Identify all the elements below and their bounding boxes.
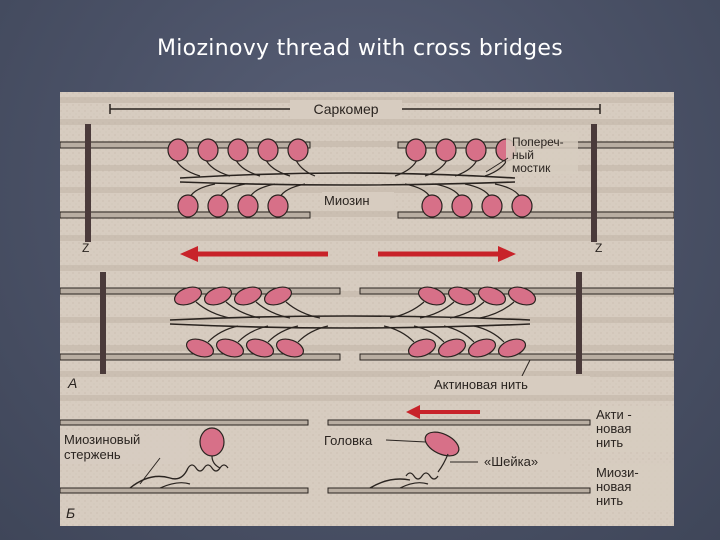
myosin-heads-lower-right	[404, 183, 533, 218]
z-label-left: Z	[82, 241, 89, 255]
actin-detail-label-line3: нить	[596, 435, 623, 450]
sarcomere-label: Саркомер	[313, 101, 378, 117]
myosin-head-left	[199, 427, 225, 457]
myosin-rod-detail-left	[60, 487, 309, 494]
sarcomere-relaxed: Саркомер Z Z	[60, 100, 674, 255]
neck-coil-left	[187, 464, 229, 472]
actin-filament-bottom-right	[397, 211, 674, 219]
myosin-detail-label-line3: нить	[596, 493, 623, 508]
sarcomere-contracted: А Актиновая нить	[60, 272, 674, 394]
myosin-heads-lower-left	[177, 183, 306, 218]
z-disc-right	[591, 124, 597, 242]
myosin-rod-detail-right	[327, 487, 591, 494]
head-label: Головка	[324, 433, 373, 448]
myosin-head-right	[424, 431, 460, 457]
head-leader	[385, 439, 427, 443]
crossbridge-leader-line	[485, 157, 509, 173]
myosin-thick-filament	[179, 172, 516, 186]
neck-coil-right	[405, 472, 439, 480]
myosin-rod-label-line1: Миозиновый	[64, 432, 140, 447]
arrow-right-icon	[498, 246, 516, 262]
crossbridge-label-line3: мостик	[512, 161, 551, 175]
sarcomere-figure: Саркомер Z Z	[60, 92, 674, 526]
myosin-rod-label-line2: стержень	[64, 447, 121, 462]
myosin-detail-panel: Миозиновый стержень Головка «Шейка» Акти…	[60, 405, 674, 521]
actin-detail-right	[327, 419, 591, 426]
crossbridge-label-line1: Попереч-	[512, 135, 564, 149]
z-label-right: Z	[595, 241, 602, 255]
myosin-label: Миозин	[324, 193, 370, 208]
myosin-detail-label-line1: Миози-	[596, 465, 639, 480]
myosin-rod-leader	[139, 457, 161, 485]
arrow-left-icon	[180, 246, 198, 262]
actin-detail-label-line2: новая	[596, 421, 631, 436]
arrow-detail-icon	[406, 405, 420, 419]
contraction-arrows	[180, 246, 516, 262]
actin-leader-line	[521, 359, 531, 377]
myosin-heads-upper-right	[394, 138, 517, 177]
panel-label-b: Б	[66, 505, 75, 521]
z-disc-left	[85, 124, 91, 242]
myosin-detail-label-line2: новая	[596, 479, 631, 494]
myosin-heads-contracted-lower-left	[185, 325, 329, 358]
actin-detail-label-line1: Акти -	[596, 407, 632, 422]
myosin-heads-contracted-lower-right	[383, 325, 527, 358]
z-disc-contracted-left	[100, 272, 106, 374]
slide-title: Miozinovy thread with cross bridges	[156, 36, 563, 61]
panel-label-a: А	[67, 375, 77, 391]
actin-detail-left	[60, 419, 309, 426]
crossbridge-label-line2: ный	[512, 148, 534, 162]
z-disc-contracted-right	[576, 272, 582, 374]
myosin-heads-upper-left	[167, 138, 316, 177]
myosin-heads-contracted-upper-left	[173, 286, 321, 319]
myosin-heads-contracted-upper-right	[389, 286, 537, 319]
actin-filament-label: Актиновая нить	[434, 377, 528, 392]
neck-label: «Шейка»	[484, 454, 538, 469]
